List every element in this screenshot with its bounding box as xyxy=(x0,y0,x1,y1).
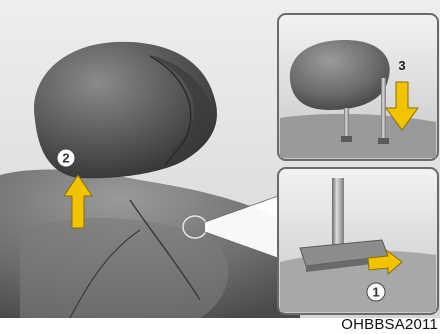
circled-number-icon: 2 xyxy=(56,148,76,168)
step-1-label: 1 xyxy=(372,285,379,300)
seat-seam xyxy=(129,199,201,301)
pole-sleeve-left xyxy=(341,136,352,142)
callout-line-top xyxy=(204,195,279,223)
pole-sleeve-right xyxy=(378,138,389,144)
inset-top: 3 xyxy=(277,13,439,161)
headrest-large xyxy=(34,41,217,179)
headrest-pole-left xyxy=(344,108,349,138)
headrest-side-panel xyxy=(150,55,213,162)
step-3-label: 3 xyxy=(398,58,405,73)
callout-pointer xyxy=(205,196,278,258)
arrow-up-icon xyxy=(63,174,93,229)
circled-number-icon: 1 xyxy=(366,282,386,302)
headrest-small xyxy=(289,40,390,110)
callout-line-bottom xyxy=(204,231,279,259)
seat-seam-2 xyxy=(69,229,141,319)
inset-bottom: 1 xyxy=(277,167,439,315)
headrest-piping xyxy=(149,55,192,166)
guide-sleeve-edge xyxy=(306,256,388,272)
step-2-label: 2 xyxy=(62,151,69,166)
headrest-pole-close xyxy=(332,178,344,250)
arrow-down-icon xyxy=(385,81,419,131)
seat-cushion-shadow xyxy=(20,218,229,318)
figure-code: OHBBSA2011 xyxy=(341,316,438,333)
seat-top-inset xyxy=(280,113,436,158)
headrest-pole-right xyxy=(381,78,386,140)
arrow-right-icon xyxy=(367,248,403,276)
